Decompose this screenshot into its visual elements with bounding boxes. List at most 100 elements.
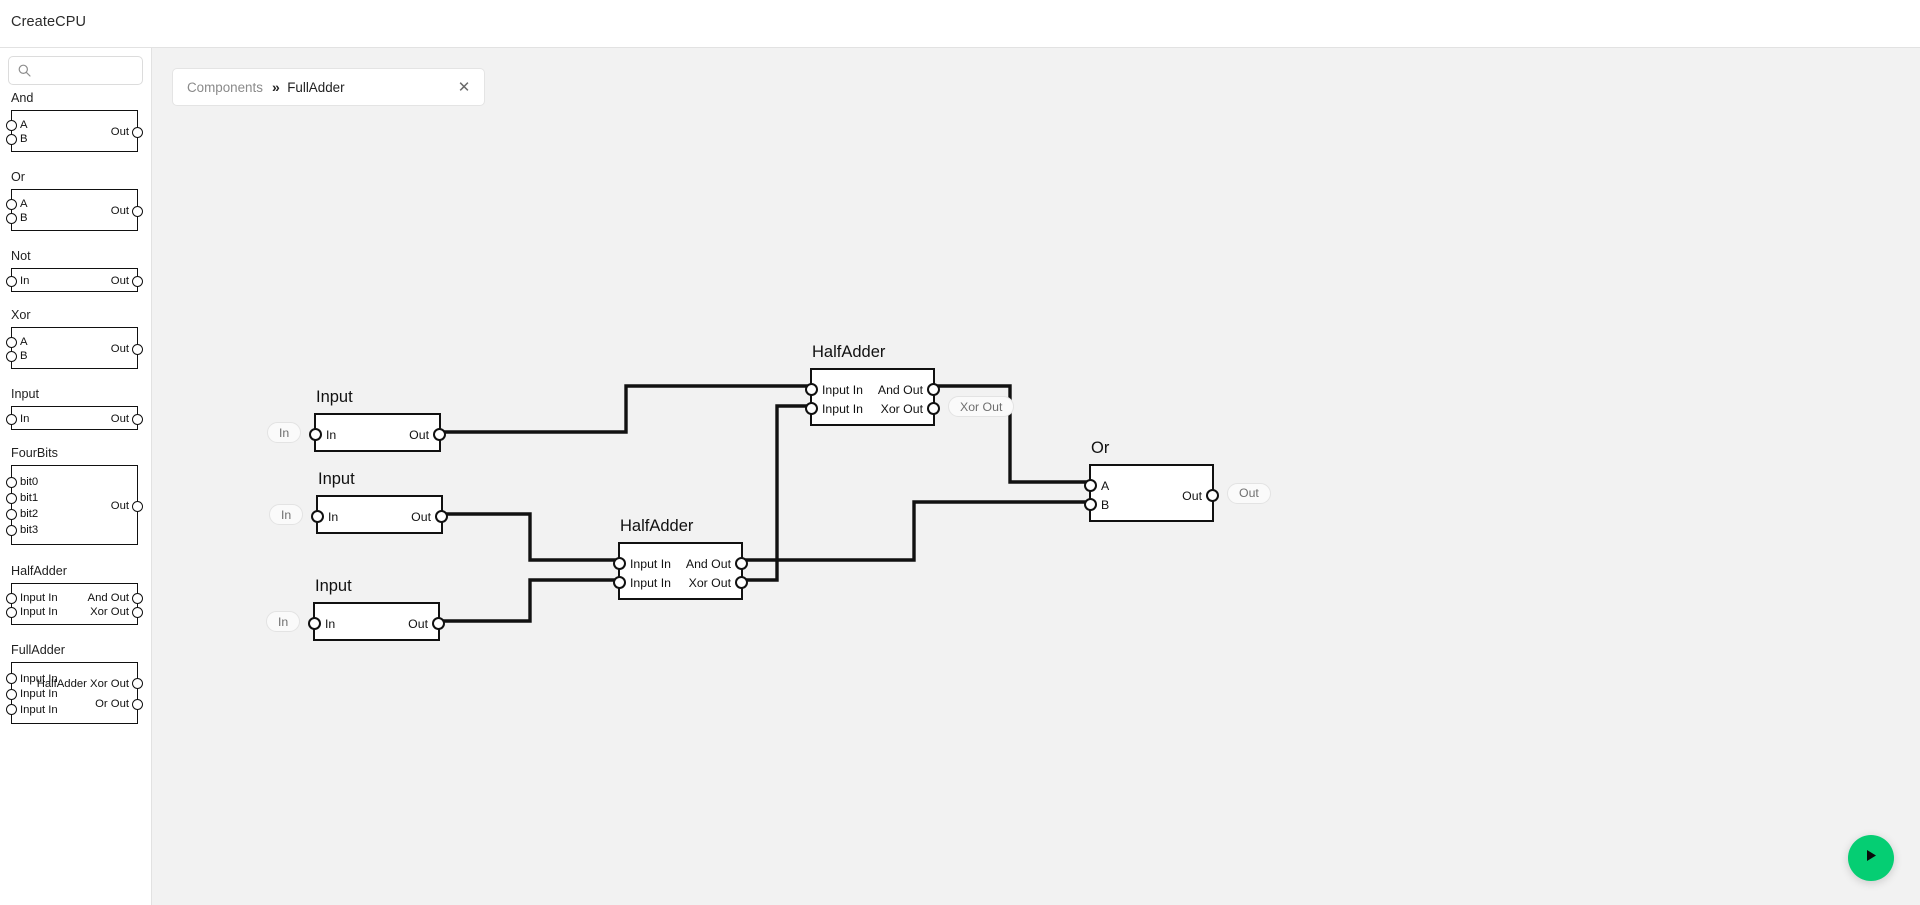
chip-output-pin[interactable]	[433, 428, 446, 441]
chip-output-pin[interactable]	[735, 576, 748, 590]
palette-input-pin[interactable]	[6, 476, 17, 488]
palette-input-pin[interactable]	[6, 606, 17, 618]
palette-input-pin-label: bit0	[20, 476, 39, 488]
chip-output-pin[interactable]	[735, 556, 748, 570]
palette-output-pin[interactable]	[132, 205, 143, 217]
palette-input-pin-label: Input In	[20, 703, 58, 716]
palette-input-pin-label: A	[20, 119, 28, 131]
search-box[interactable]	[8, 56, 143, 85]
palette-output-pin[interactable]	[132, 343, 143, 355]
palette-output-pin[interactable]	[132, 592, 143, 604]
wire-input2-to-halfadder-bottom-in1	[441, 512, 620, 562]
palette-item-label: HalfAdder	[11, 564, 68, 578]
chip-input-pin[interactable]	[309, 428, 322, 441]
app-title: CreateCPU	[11, 14, 87, 30]
palette-output-pin-label: Or Out	[95, 698, 129, 711]
chip-output-pin[interactable]	[927, 402, 940, 416]
chip-external-output-label[interactable]: Xor Out	[948, 396, 1015, 418]
palette-input-pin[interactable]	[6, 673, 17, 684]
palette-input-pin[interactable]	[6, 336, 17, 348]
palette-output-pin-label: HalfAdder Xor Out	[36, 677, 129, 690]
palette-input-pin[interactable]	[6, 413, 17, 425]
chip-external-input-label[interactable]: In	[269, 504, 304, 525]
palette-input-pin[interactable]	[6, 592, 17, 604]
chip-input-pin[interactable]	[613, 556, 626, 570]
chip-input-pin[interactable]	[613, 576, 626, 590]
palette-output-pin[interactable]	[132, 413, 143, 425]
palette-output-pin[interactable]	[132, 126, 143, 138]
palette-output-pin-label: Out	[110, 500, 129, 512]
palette-input-pin[interactable]	[6, 133, 17, 145]
palette-input-pin[interactable]	[6, 198, 17, 210]
chip-input-pin[interactable]	[308, 617, 321, 630]
close-icon[interactable]: ✕	[457, 78, 471, 96]
palette-input-pin[interactable]	[6, 119, 17, 131]
palette-output-pin[interactable]	[132, 500, 143, 512]
chip-input-pin[interactable]	[1084, 478, 1097, 492]
chip-output-pin[interactable]	[927, 382, 940, 396]
palette-output-pin[interactable]	[132, 606, 143, 618]
palette-output-pin[interactable]	[132, 275, 143, 287]
palette-input-pin[interactable]	[6, 275, 17, 287]
palette-input-pin[interactable]	[6, 508, 17, 520]
palette-input-pin-label: B	[20, 350, 28, 362]
palette-output-pin-label: And Out	[87, 592, 129, 604]
chip-input-pin[interactable]	[311, 510, 324, 523]
palette-input-pin[interactable]	[6, 350, 17, 362]
chip-external-input-label[interactable]: In	[266, 611, 301, 632]
chip-title: Or	[1091, 439, 1110, 457]
chip-output-pin[interactable]	[435, 510, 448, 523]
palette-input-pin[interactable]	[6, 212, 17, 224]
breadcrumb-root[interactable]: Components	[187, 79, 263, 95]
chip-input-pin[interactable]	[805, 382, 818, 396]
palette-output-pin[interactable]	[132, 698, 143, 710]
chip-input-pin[interactable]	[805, 402, 818, 416]
palette-item-label: FourBits	[11, 446, 58, 460]
palette-output-pin[interactable]	[132, 678, 143, 690]
palette-input-pin[interactable]	[6, 704, 17, 715]
chip-external-input-label[interactable]: In	[267, 422, 302, 443]
chip-output-pin[interactable]	[1206, 488, 1219, 502]
run-simulation-button[interactable]	[1848, 835, 1894, 881]
chip-external-output-label[interactable]: Out	[1227, 482, 1271, 504]
palette-input-pin[interactable]	[6, 492, 17, 504]
palette-input-pin-label: B	[20, 212, 28, 224]
palette-input-pin[interactable]	[6, 688, 17, 700]
palette-input-pin-label: bit1	[20, 492, 39, 504]
palette-input-pin[interactable]	[6, 524, 17, 536]
breadcrumb-tab[interactable]: Components » FullAdder ✕	[172, 68, 485, 106]
chip-input-pin[interactable]	[1084, 498, 1097, 512]
palette-output-pin-label: Out	[110, 275, 129, 287]
chip-output-pin[interactable]	[432, 617, 445, 630]
search-input[interactable]	[36, 62, 140, 79]
